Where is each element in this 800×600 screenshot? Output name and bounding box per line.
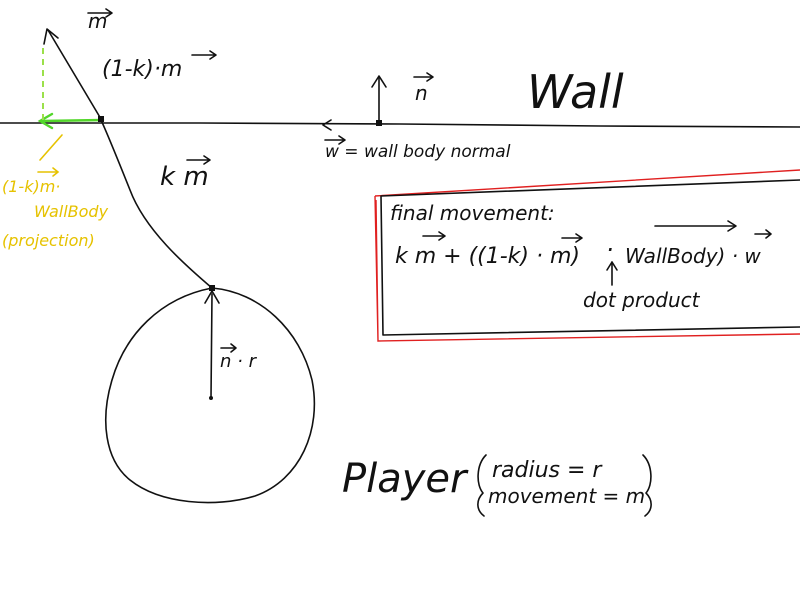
label-m-top: m	[88, 9, 107, 33]
label-final-formula-dot: ·	[606, 236, 614, 264]
projection-pointer	[39, 134, 63, 161]
player-circle	[104, 287, 316, 504]
player-contact-point	[209, 285, 215, 291]
radius-vector	[210, 293, 213, 399]
dot-product-pointer-arrow	[606, 261, 618, 271]
wall-line	[0, 122, 800, 128]
m-top-overline	[87, 8, 113, 18]
label-projection-line2: WallBody	[34, 202, 109, 221]
km-overline	[186, 155, 211, 165]
label-projection-line3: (projection)	[2, 231, 95, 250]
w-overline	[324, 135, 346, 145]
wall-normal-origin	[376, 120, 382, 126]
wall-normal-arrowhead	[371, 75, 387, 88]
projection-arrowhead	[37, 112, 54, 130]
formula-w-overline	[754, 229, 772, 239]
formula-box-outer	[374, 169, 800, 342]
wall-contact-point	[98, 116, 104, 122]
wall-body-vector-arrowhead	[322, 119, 332, 131]
player-right-brace	[642, 454, 652, 517]
label-dot-product: dot product	[583, 288, 701, 312]
label-player-radius: radius = r	[492, 458, 603, 483]
n-overline	[413, 72, 434, 82]
label-n: n	[415, 81, 428, 105]
formula-km-overline	[422, 231, 446, 241]
wallbody-overline-arrow	[727, 220, 737, 232]
projection-m-overline	[37, 167, 60, 177]
label-k-m: k m	[160, 162, 209, 192]
label-one-minus-k-m: (1-k)·m	[102, 57, 182, 82]
player-left-brace	[477, 454, 487, 517]
m-mid-overline	[191, 50, 217, 60]
projection-segment	[40, 118, 105, 123]
player-center	[209, 396, 213, 400]
label-player-word: Player	[342, 456, 469, 502]
label-final-formula-right: WallBody) · w	[625, 244, 761, 268]
movement-vector-m	[47, 29, 102, 120]
formula-m-overline	[561, 233, 583, 243]
label-wall-title: Wall	[527, 65, 624, 119]
label-n-dot-r: n · r	[220, 351, 258, 372]
k-m-vector	[100, 119, 213, 289]
movement-vector-arrowhead	[43, 28, 59, 45]
n-r-overline	[220, 343, 237, 353]
label-projection-line1: (1-k)m·	[2, 177, 60, 196]
label-player-movement: movement = m	[488, 484, 645, 508]
label-final-formula-left: k m + ((1-k) · m)	[395, 244, 580, 269]
label-w-normal: w = wall body normal	[325, 142, 511, 162]
formula-box-inner	[380, 179, 800, 336]
label-final-title: final movement:	[390, 201, 555, 225]
